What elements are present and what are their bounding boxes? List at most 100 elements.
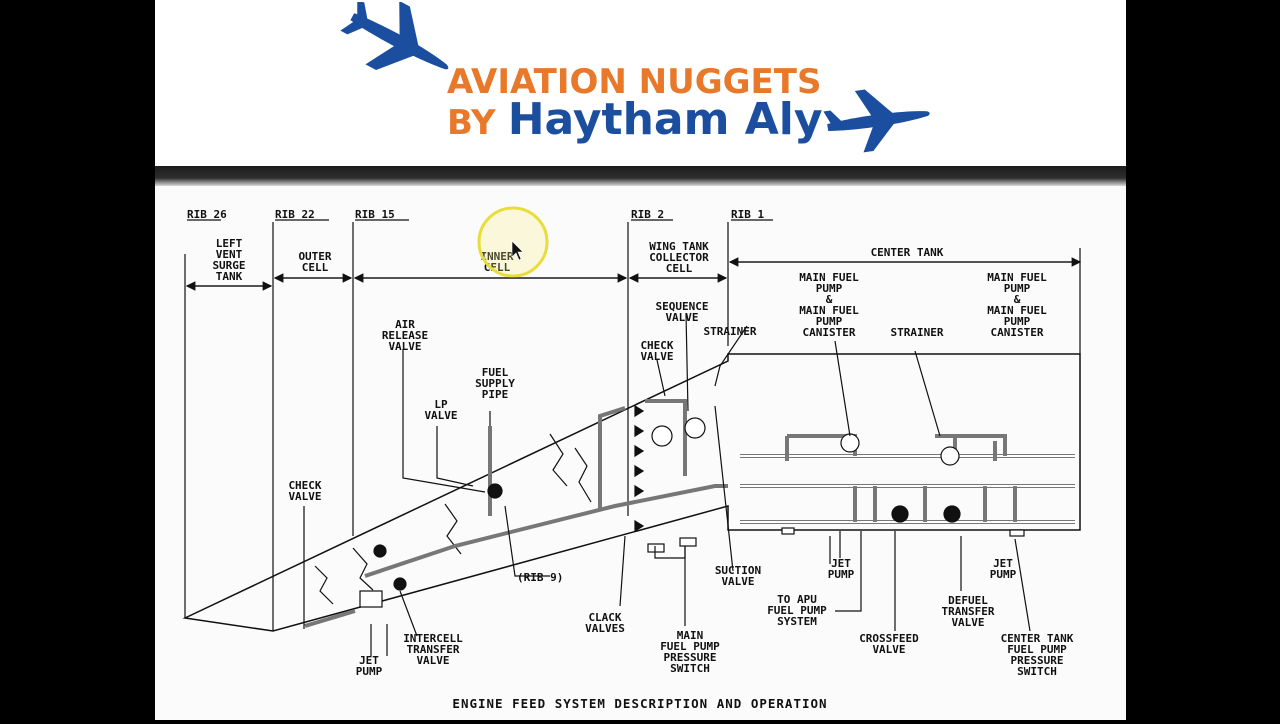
svg-text:OUTER: OUTER	[298, 250, 331, 263]
svg-text:FUEL PUMP: FUEL PUMP	[767, 604, 827, 617]
svg-text:PUMP: PUMP	[1004, 315, 1031, 328]
svg-text:SWITCH: SWITCH	[670, 662, 710, 675]
airplane-icon	[340, 2, 449, 71]
svg-text:CHECK: CHECK	[640, 339, 673, 352]
svg-text:TANK: TANK	[216, 270, 243, 283]
svg-text:VALVE: VALVE	[416, 654, 449, 667]
banner-divider	[155, 166, 1126, 186]
svg-text:SUCTION: SUCTION	[715, 564, 761, 577]
svg-text:AIR: AIR	[395, 318, 415, 331]
intercell-transfer-valve-label: INTERCELL TRANSFER VALVE	[403, 632, 463, 667]
svg-text:DEFUEL: DEFUEL	[948, 594, 988, 607]
svg-text:SYSTEM: SYSTEM	[777, 615, 817, 628]
svg-text:SWITCH: SWITCH	[1017, 665, 1057, 678]
brand-subtitle: BY Haytham Aly	[447, 94, 823, 145]
svg-text:TRANSFER: TRANSFER	[407, 643, 460, 656]
svg-text:VALVES: VALVES	[585, 622, 625, 635]
rib-2-label: RIB 2	[631, 208, 664, 221]
svg-text:TRANSFER: TRANSFER	[942, 605, 995, 618]
svg-text:VALVE: VALVE	[388, 340, 421, 353]
svg-text:PRESSURE: PRESSURE	[664, 651, 717, 664]
main-pump-pressure-switch-label: MAIN FUEL PUMP PRESSURE SWITCH	[660, 629, 720, 675]
brand-author: Haytham Aly	[507, 94, 823, 145]
svg-text:PUMP: PUMP	[816, 282, 843, 295]
check-valve-left-label: CHECK VALVE	[288, 479, 321, 503]
rib-1-label: RIB 1	[731, 208, 764, 221]
check-valve-right-label: CHECK VALVE	[640, 339, 673, 363]
svg-text:VALVE: VALVE	[872, 643, 905, 656]
svg-text:JET: JET	[831, 557, 851, 570]
svg-text:WING TANK: WING TANK	[649, 240, 709, 253]
svg-text:FUEL: FUEL	[482, 366, 509, 379]
svg-text:SEQUENCE: SEQUENCE	[656, 300, 709, 313]
lp-valve-label: LP VALVE	[424, 398, 457, 422]
crossfeed-valve-label: CROSSFEED VALVE	[859, 632, 919, 656]
svg-text:LP: LP	[434, 398, 448, 411]
svg-text:FUEL PUMP: FUEL PUMP	[660, 640, 720, 653]
rib-26-label: RIB 26	[187, 208, 227, 221]
svg-text:PUMP: PUMP	[828, 568, 855, 581]
defuel-transfer-valve-label: DEFUEL TRANSFER VALVE	[942, 594, 995, 629]
svg-text:CELL: CELL	[302, 261, 329, 274]
svg-text:CELL: CELL	[666, 262, 693, 275]
svg-text:SUPPLY: SUPPLY	[475, 377, 515, 390]
svg-text:MAIN FUEL: MAIN FUEL	[799, 271, 859, 284]
svg-text:INTERCELL: INTERCELL	[403, 632, 463, 645]
svg-text:JET: JET	[993, 557, 1013, 570]
diagram-caption: ENGINE FEED SYSTEM DESCRIPTION AND OPERA…	[452, 696, 827, 711]
svg-text:VALVE: VALVE	[665, 311, 698, 324]
rib-22-label: RIB 22	[275, 208, 315, 221]
mouse-pointer-icon	[511, 240, 524, 261]
air-release-valve-label: AIR RELEASE VALVE	[382, 318, 428, 353]
svg-text:CANISTER: CANISTER	[991, 326, 1044, 339]
svg-text:&: &	[1014, 293, 1021, 306]
svg-text:MAIN: MAIN	[677, 629, 704, 642]
svg-text:CANISTER: CANISTER	[803, 326, 856, 339]
jet-pump-left-label: JET PUMP	[356, 654, 383, 678]
svg-text:CENTER TANK: CENTER TANK	[1001, 632, 1074, 645]
brand-title: AVIATION NUGGETS	[447, 62, 822, 102]
collector-cell-label: WING TANK COLLECTOR CELL	[649, 240, 709, 275]
svg-text:LEFT: LEFT	[216, 237, 243, 250]
svg-text:VALVE: VALVE	[640, 350, 673, 363]
svg-text:MAIN FUEL: MAIN FUEL	[987, 271, 1047, 284]
suction-valve-label: SUCTION VALVE	[715, 564, 761, 588]
svg-text:PUMP: PUMP	[1004, 282, 1031, 295]
rib-15-label: RIB 15	[355, 208, 395, 221]
svg-text:COLLECTOR: COLLECTOR	[649, 251, 709, 264]
svg-text:MAIN FUEL: MAIN FUEL	[799, 304, 859, 317]
diagram-area: RIB 26 RIB 22 RIB 15 RIB 2 RIB 1 (RIB 9)…	[155, 186, 1126, 720]
svg-text:CLACK: CLACK	[588, 611, 621, 624]
svg-text:JET: JET	[359, 654, 379, 667]
svg-text:TO APU: TO APU	[777, 593, 817, 606]
brand-banner: AVIATION NUGGETS BY Haytham Aly	[155, 0, 1126, 166]
main-pump-right-label: MAIN FUEL PUMP & MAIN FUEL PUMP CANISTER	[987, 271, 1047, 339]
jet-pump-center-label: JET PUMP	[828, 557, 855, 581]
svg-text:VALVE: VALVE	[721, 575, 754, 588]
center-tank-label: CENTER TANK	[871, 246, 944, 259]
svg-text:PUMP: PUMP	[990, 568, 1017, 581]
fuel-system-diagram: RIB 26 RIB 22 RIB 15 RIB 2 RIB 1 (RIB 9)…	[182, 206, 1082, 711]
outer-cell-label: OUTER CELL	[298, 250, 331, 274]
svg-text:VALVE: VALVE	[424, 409, 457, 422]
svg-text:VALVE: VALVE	[288, 490, 321, 503]
svg-text:PIPE: PIPE	[482, 388, 509, 401]
brand-by: BY	[447, 103, 496, 143]
inner-cell-label: INNER CELL	[480, 250, 513, 274]
svg-text:CELL: CELL	[484, 261, 511, 274]
svg-text:PRESSURE: PRESSURE	[1011, 654, 1064, 667]
svg-text:PUMP: PUMP	[356, 665, 383, 678]
svg-text:CROSSFEED: CROSSFEED	[859, 632, 919, 645]
svg-text:INNER: INNER	[480, 250, 513, 263]
main-pump-left-label: MAIN FUEL PUMP & MAIN FUEL PUMP CANISTER	[799, 271, 859, 339]
sequence-valve-label: SEQUENCE VALVE	[656, 300, 709, 324]
clack-valves-label: CLACK VALVES	[585, 611, 625, 635]
svg-text:SURGE: SURGE	[212, 259, 245, 272]
jet-pump-right-label: JET PUMP	[990, 557, 1017, 581]
svg-text:VALVE: VALVE	[951, 616, 984, 629]
strainer-center-label: STRAINER	[891, 326, 944, 339]
fuel-supply-pipe-label: FUEL SUPPLY PIPE	[475, 366, 515, 401]
svg-text:CHECK: CHECK	[288, 479, 321, 492]
svg-text:FUEL PUMP: FUEL PUMP	[1007, 643, 1067, 656]
rib-9-label: (RIB 9)	[517, 571, 563, 584]
